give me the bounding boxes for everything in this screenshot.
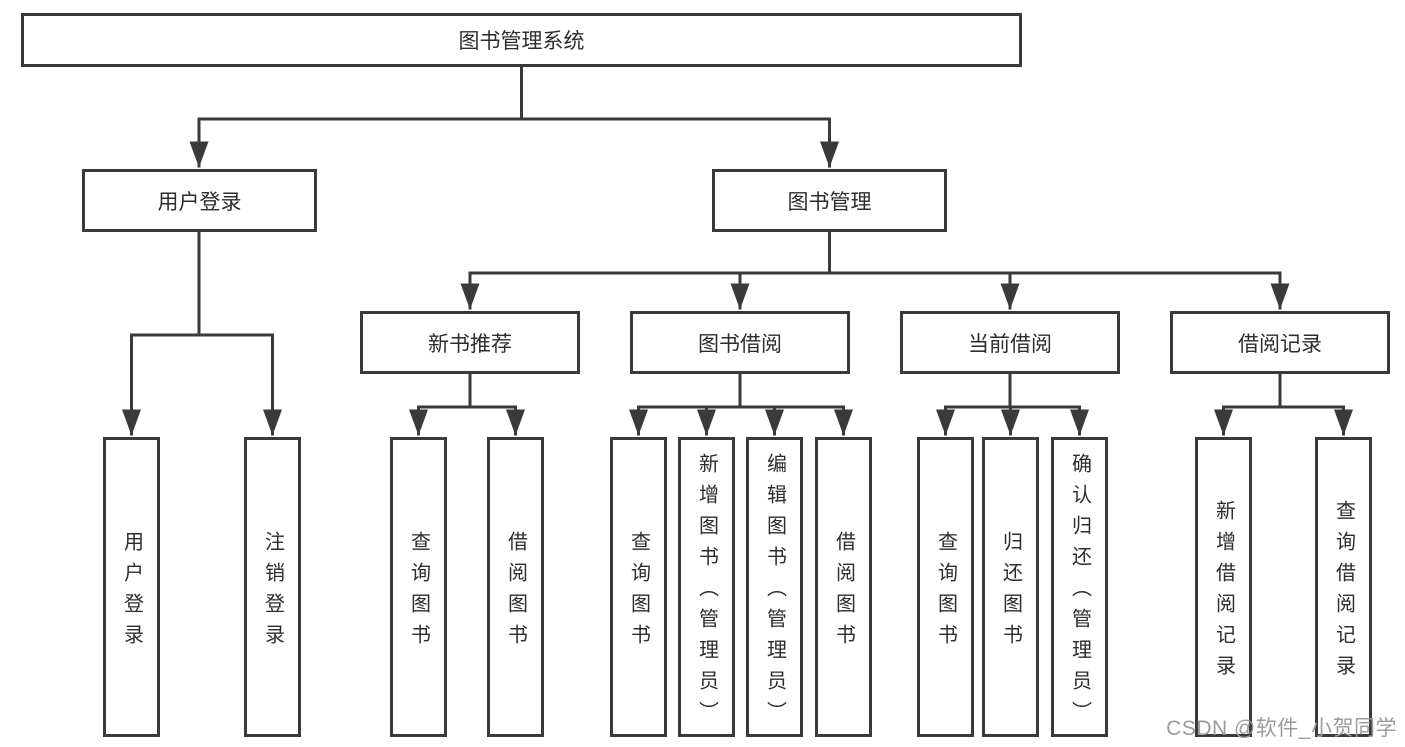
leaf-newbook-borrow-books-label: 借阅图书 — [504, 530, 527, 655]
leaf-query-borrow-record-label: 查询借阅记录 — [1332, 499, 1355, 686]
node-book-borrow: 图书借阅 — [630, 311, 850, 374]
connector-new-book-branch — [409, 372, 525, 436]
connector-current-borrow-branch — [936, 372, 1089, 436]
leaf-add-books-admin-label: 新增图书（管理员） — [695, 453, 718, 732]
leaf-edit-books-admin-label: 编辑图书（管理员） — [763, 453, 786, 732]
leaf-current-query-books: 查询图书 — [917, 437, 974, 737]
leaf-confirm-return-admin: 确认归还（管理员） — [1051, 437, 1108, 737]
leaf-newbook-query-books: 查询图书 — [390, 437, 447, 737]
connector-root-to-level2 — [189, 65, 839, 168]
leaf-newbook-borrow-books: 借阅图书 — [487, 437, 544, 737]
leaf-query-borrow-record: 查询借阅记录 — [1315, 437, 1372, 737]
node-user-login-label: 用户登录 — [157, 190, 242, 214]
node-borrow-records: 借阅记录 — [1170, 311, 1390, 374]
csdn-watermark: CSDN @软件_小贺同学 — [1166, 717, 1397, 740]
leaf-borrow-books-label: 借阅图书 — [832, 530, 855, 655]
node-current-borrow: 当前借阅 — [900, 311, 1120, 374]
leaf-borrow-books: 借阅图书 — [815, 437, 872, 737]
leaf-add-borrow-record-label: 新增借阅记录 — [1212, 499, 1235, 686]
node-new-book-recommend-label: 新书推荐 — [428, 332, 512, 356]
leaf-return-books: 归还图书 — [982, 437, 1039, 737]
leaf-add-borrow-record: 新增借阅记录 — [1195, 437, 1252, 737]
node-book-borrow-label: 图书借阅 — [698, 332, 782, 356]
leaf-logout-label: 注销登录 — [261, 530, 284, 655]
leaf-edit-books-admin: 编辑图书（管理员） — [746, 437, 803, 737]
node-library-system-label: 图书管理系统 — [458, 30, 585, 53]
leaf-borrow-query-books: 查询图书 — [610, 437, 667, 737]
leaf-logout: 注销登录 — [244, 437, 301, 737]
node-new-book-recommend: 新书推荐 — [360, 311, 580, 374]
leaf-borrow-query-books-label: 查询图书 — [627, 530, 650, 655]
leaf-newbook-query-books-label: 查询图书 — [407, 530, 430, 655]
connector-book-borrow-branch — [629, 372, 853, 436]
leaf-add-books-admin: 新增图书（管理员） — [678, 437, 735, 737]
leaf-confirm-return-admin-label: 确认归还（管理员） — [1068, 453, 1091, 732]
node-current-borrow-label: 当前借阅 — [968, 332, 1052, 356]
connector-borrow-records-branch — [1214, 372, 1353, 436]
connector-user-login-branch — [122, 230, 282, 436]
leaf-user-login: 用户登录 — [103, 437, 160, 737]
leaf-current-query-books-label: 查询图书 — [934, 530, 957, 655]
node-book-management: 图书管理 — [712, 169, 947, 232]
leaf-return-books-label: 归还图书 — [999, 530, 1022, 655]
connector-book-management-branch — [460, 230, 1290, 310]
node-user-login: 用户登录 — [82, 169, 317, 232]
node-borrow-records-label: 借阅记录 — [1238, 332, 1322, 356]
leaf-user-login-label: 用户登录 — [120, 530, 143, 655]
node-book-management-label: 图书管理 — [787, 190, 872, 214]
node-library-system: 图书管理系统 — [21, 13, 1022, 67]
